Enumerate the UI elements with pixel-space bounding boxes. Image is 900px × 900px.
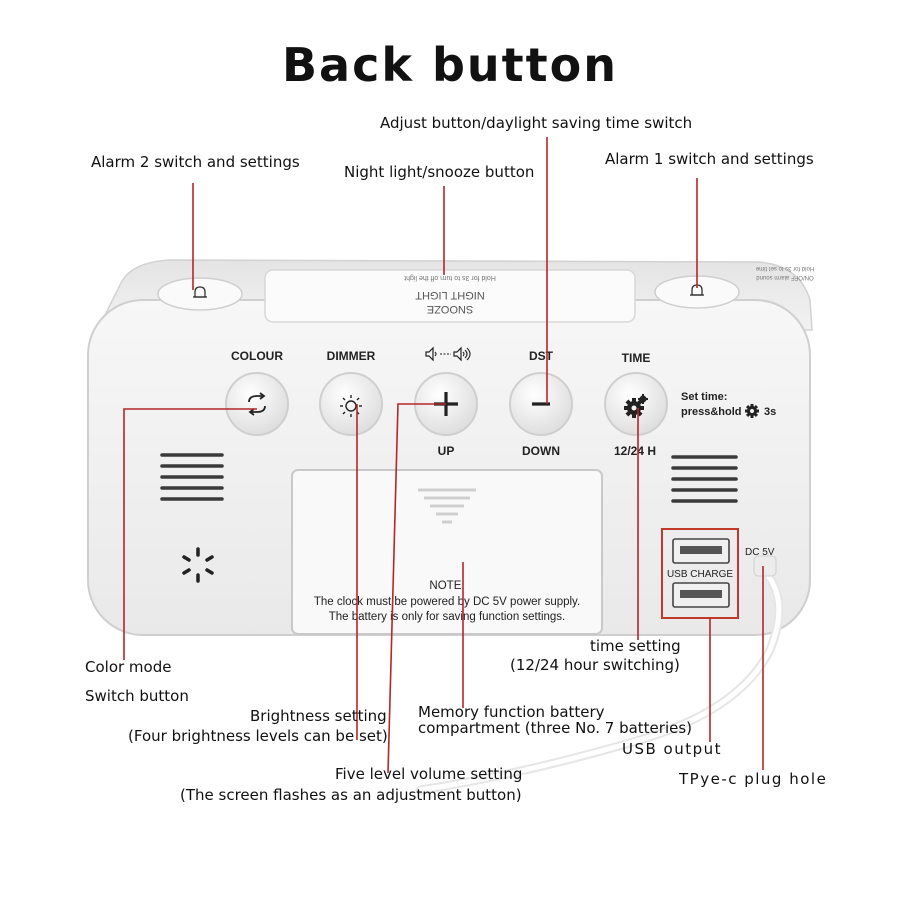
alarm2-top-button xyxy=(157,277,243,311)
usb-charge-label: USB CHARGE xyxy=(667,569,733,580)
buzzer-holes xyxy=(182,547,214,583)
alarm-note-print: Hold for 3s to set time xyxy=(755,265,814,271)
battery-cover-grip xyxy=(418,488,476,524)
callout-color-mode-line1: Color mode xyxy=(85,658,172,676)
snooze-print: SNOOZE xyxy=(427,303,473,315)
cable-plug xyxy=(753,555,777,577)
note-line2: The battery is only for saving function … xyxy=(329,611,566,623)
btn-sub-up: UP xyxy=(438,444,455,458)
left-speaker-grille xyxy=(160,453,224,501)
leader-volume xyxy=(387,403,446,774)
alarm2-bell-icon xyxy=(193,286,207,298)
small-gear-icon xyxy=(745,404,759,418)
sun-icon xyxy=(340,395,362,417)
set-time-line3: 3s xyxy=(764,406,776,418)
callout-color-mode-line2: Switch button xyxy=(85,687,189,705)
alarm-onoff-print: ON/OFF alarm sound xyxy=(756,274,813,280)
callout-alarm1: Alarm 1 switch and settings xyxy=(605,150,814,168)
callout-time-setting-line1: time setting xyxy=(590,637,681,655)
callout-volume-line1: Five level volume setting xyxy=(335,765,523,783)
set-time-line2: press&hold xyxy=(681,406,742,418)
night-light-print: NIGHT LIGHT xyxy=(415,289,485,301)
note-line1: The clock must be powered by DC 5V power… xyxy=(314,596,580,608)
dc-label: DC 5V xyxy=(745,547,775,558)
callout-memory-line1: Memory function battery xyxy=(418,703,605,721)
callout-brightness-line2: (Four brightness levels can be set) xyxy=(128,727,388,745)
cycle-arrows-icon xyxy=(248,392,266,416)
callout-brightness-line1: Brightness setting xyxy=(250,707,387,725)
snooze-top-panel xyxy=(264,269,636,323)
btn-label-dst: DST xyxy=(529,349,554,363)
callout-night-light: Night light/snooze button xyxy=(344,163,535,181)
note-title: NOTE: xyxy=(429,580,464,592)
callout-type-c: TPye-c plug hole xyxy=(679,770,828,788)
right-speaker-grille xyxy=(671,455,738,503)
dimmer-button xyxy=(319,372,383,436)
callout-adjust: Adjust button/daylight saving time switc… xyxy=(380,114,693,132)
colour-button xyxy=(225,372,289,436)
callout-memory-line2: compartment (three No. 7 batteries) xyxy=(418,719,693,737)
btn-label-colour: COLOUR xyxy=(231,349,283,363)
battery-compartment xyxy=(291,469,603,635)
volume-speaker-icon xyxy=(425,346,471,362)
hold-note-print: Hold for 3s to turn off the light xyxy=(404,274,496,281)
btn-sub-down: DOWN xyxy=(522,444,560,458)
btn-label-dimmer: DIMMER xyxy=(327,349,376,363)
callout-usb-output: USB output xyxy=(622,740,723,758)
callout-alarm2: Alarm 2 switch and settings xyxy=(91,153,300,171)
leader-colour xyxy=(123,408,257,660)
leader-lines xyxy=(123,137,764,774)
btn-sub-time: 12/24 H xyxy=(614,444,656,458)
set-time-line1: Set time: xyxy=(681,391,727,403)
btn-label-time: TIME xyxy=(622,351,651,365)
callout-time-setting-line2: (12/24 hour switching) xyxy=(510,656,680,674)
diagram-title: Back button xyxy=(282,38,618,92)
usb-highlight-box xyxy=(661,528,739,619)
callout-volume-line2: (The screen flashes as an adjustment but… xyxy=(180,786,522,804)
